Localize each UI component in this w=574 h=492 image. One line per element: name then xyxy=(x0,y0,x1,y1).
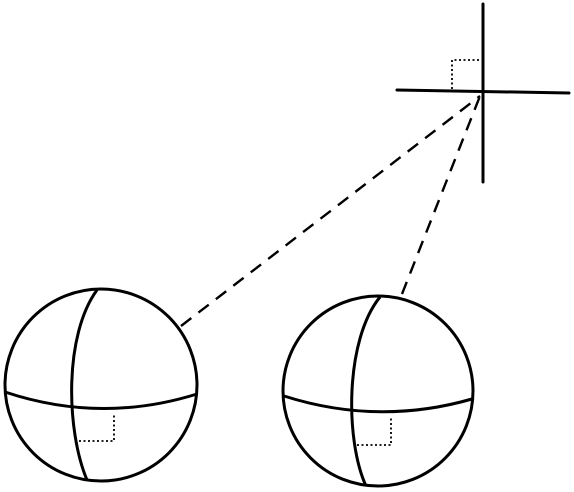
projection-lines xyxy=(180,95,482,327)
sphere-right xyxy=(281,294,475,488)
sphere-left-equator xyxy=(4,390,198,410)
cross-horizontal-line xyxy=(395,88,571,95)
projection-line-left xyxy=(180,95,481,327)
sphere-right-outline xyxy=(281,294,475,488)
projection-line-right xyxy=(400,95,482,295)
sphere-left-right-angle-marker xyxy=(79,413,115,442)
cross-right-angle-marker xyxy=(451,59,481,89)
sphere-right-right-angle-marker xyxy=(357,416,392,446)
sphere-right-equator xyxy=(283,394,473,414)
sphere-right-meridian xyxy=(350,296,382,487)
sphere-left xyxy=(3,287,199,483)
sphere-left-outline xyxy=(3,287,199,483)
sphere-left-meridian xyxy=(70,289,99,481)
cross-lines xyxy=(395,2,571,184)
